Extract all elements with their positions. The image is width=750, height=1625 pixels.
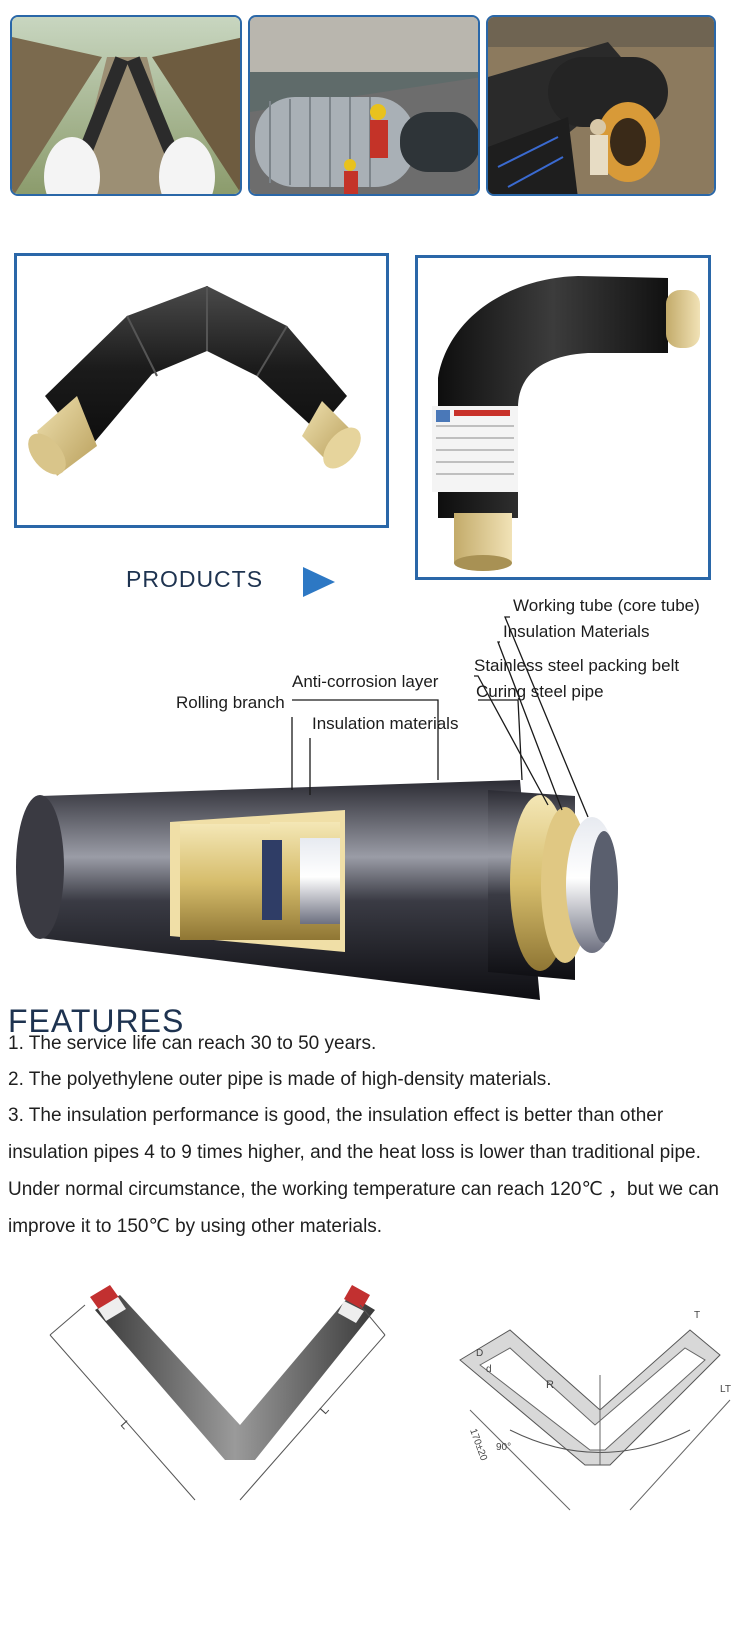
- section-label-angle: 90°: [496, 1442, 511, 1453]
- section-label-r: R: [546, 1379, 554, 1391]
- callout-curing-steel-pipe: Curing steel pipe: [476, 682, 604, 701]
- callout-insulation-materials-lower: Insulation materials: [312, 714, 459, 733]
- section-label-dim: 170±20: [467, 1427, 489, 1462]
- large-pipe-workers-photo: [248, 15, 480, 196]
- feature-item-3: 3. The insulation performance is good, t…: [8, 1105, 719, 1237]
- callout-rolling-branch: Rolling branch: [176, 693, 285, 712]
- section-label-d-upper: D: [476, 1348, 483, 1359]
- section-label-lt: LT: [720, 1384, 731, 1395]
- elbow-product-frame-right: [415, 255, 711, 580]
- feature-item-2: 2. The polyethylene outer pipe is made o…: [8, 1069, 552, 1090]
- drawing-label-left-l: L: [118, 1418, 133, 1433]
- callout-anti-corrosion-layer: Anti-corrosion layer: [292, 672, 439, 691]
- play-arrow-icon[interactable]: [303, 567, 335, 597]
- elbow-product-frame-left: [14, 253, 389, 528]
- callout-working-tube: Working tube (core tube): [513, 596, 700, 615]
- section-label-d-lower: d: [486, 1364, 492, 1375]
- trench-pipes-photo: [10, 15, 242, 196]
- features-title: FEATURES: [8, 1003, 185, 1039]
- elbow-dimension-drawing: L L: [40, 1265, 410, 1525]
- pipe-cutaway-diagram: [0, 600, 750, 1000]
- callout-insulation-materials-upper: Insulation Materials: [503, 622, 650, 641]
- section-label-t: T: [694, 1310, 700, 1321]
- pipe-installation-photo: [486, 15, 716, 196]
- products-label: PRODUCTS: [126, 566, 264, 592]
- elbow-section-drawing: D d R 170±20 90° T LT: [450, 1300, 740, 1530]
- callout-stainless-packing-belt: Stainless steel packing belt: [474, 656, 680, 675]
- feature-item-1: 1. The service life can reach 30 to 50 y…: [8, 1033, 377, 1054]
